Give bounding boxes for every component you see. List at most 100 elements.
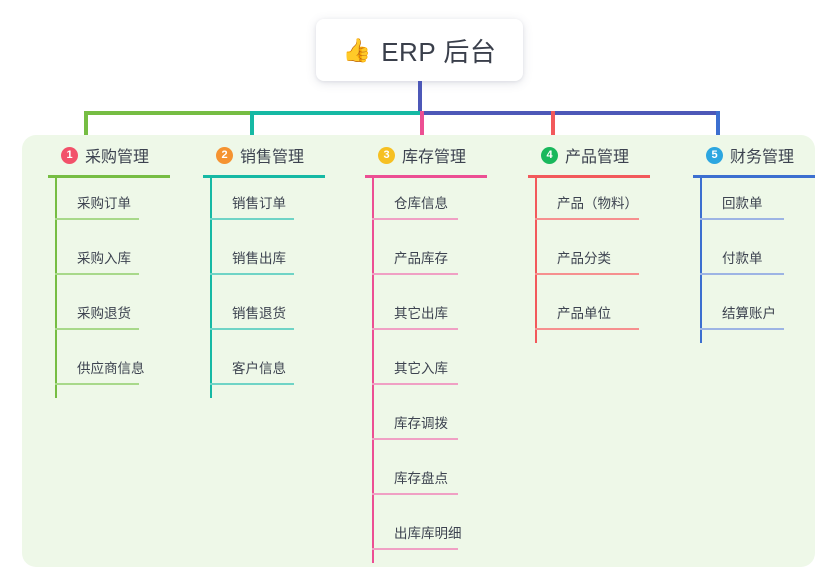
branch-spine-4: [535, 178, 537, 343]
root-node[interactable]: 👍 ERP 后台: [316, 19, 523, 81]
connector-bar-green: [84, 111, 252, 115]
branch-spine-2: [210, 178, 212, 398]
leaf-item[interactable]: 供应商信息: [45, 343, 205, 398]
leaf-label: 产品分类: [557, 251, 611, 266]
connector-drop-5: [716, 111, 720, 143]
leaf-rule: [55, 328, 139, 330]
thumbs-up-icon: 👍: [342, 36, 372, 63]
leaf-rule: [535, 273, 639, 275]
leaf-item[interactable]: 采购退货: [45, 288, 205, 343]
leaf-label: 库存盘点: [394, 471, 448, 486]
leaf-rule: [372, 493, 458, 495]
leaf-rule: [55, 383, 139, 385]
leaf-label: 付款单: [722, 251, 763, 266]
leaf-rule: [55, 273, 139, 275]
connector-drop-3: [420, 111, 424, 143]
branches-panel: 1 采购管理 采购订单采购入库采购退货供应商信息 2 销售管理 销售订单销售出库…: [22, 135, 815, 567]
leaf-item[interactable]: 库存盘点: [362, 453, 532, 508]
leaf-item[interactable]: 销售退货: [200, 288, 360, 343]
leaf-item[interactable]: 采购入库: [45, 233, 205, 288]
connector-drop-4: [551, 111, 555, 143]
branch-rule-5: [693, 175, 815, 178]
branch-leaves-5: 回款单付款单结算账户: [690, 178, 839, 343]
leaf-item[interactable]: 其它入库: [362, 343, 532, 398]
branch-column-1: 1 采购管理 采购订单采购入库采购退货供应商信息: [45, 135, 205, 398]
branch-rule-2: [203, 175, 325, 178]
root-title: ERP 后台: [381, 36, 497, 67]
branch-column-5: 5 财务管理 回款单付款单结算账户: [690, 135, 839, 343]
branch-header-4[interactable]: 4 产品管理: [525, 135, 695, 175]
leaf-item[interactable]: 产品分类: [525, 233, 695, 288]
connector-drop-1: [84, 111, 88, 143]
branch-header-2[interactable]: 2 销售管理: [200, 135, 360, 175]
connector-drop-2: [250, 111, 254, 143]
leaf-item[interactable]: 采购订单: [45, 178, 205, 233]
leaf-item[interactable]: 产品库存: [362, 233, 532, 288]
leaf-label: 产品库存: [394, 251, 448, 266]
leaf-label: 产品（物料）: [557, 196, 638, 211]
leaf-label: 结算账户: [722, 306, 776, 321]
leaf-item[interactable]: 产品单位: [525, 288, 695, 343]
branch-leaves-1: 采购订单采购入库采购退货供应商信息: [45, 178, 205, 398]
leaf-rule: [210, 218, 294, 220]
branch-rule-3: [365, 175, 487, 178]
leaf-rule: [700, 218, 784, 220]
branch-spine-3: [372, 178, 374, 563]
branch-label-5: 财务管理: [730, 149, 795, 166]
leaf-label: 回款单: [722, 196, 763, 211]
leaf-label: 其它出库: [394, 306, 448, 321]
leaf-label: 销售退货: [232, 306, 286, 321]
leaf-rule: [700, 328, 784, 330]
leaf-label: 销售出库: [232, 251, 286, 266]
branch-column-3: 3 库存管理 仓库信息产品库存其它出库其它入库库存调拨库存盘点出库库明细: [362, 135, 532, 563]
leaf-item[interactable]: 回款单: [690, 178, 839, 233]
leaf-rule: [535, 328, 639, 330]
leaf-label: 仓库信息: [394, 196, 448, 211]
branch-header-5[interactable]: 5 财务管理: [690, 135, 839, 175]
branch-column-2: 2 销售管理 销售订单销售出库销售退货客户信息: [200, 135, 360, 398]
leaf-label: 供应商信息: [77, 361, 145, 376]
branch-badge-2: 2: [216, 146, 233, 164]
branch-label-4: 产品管理: [565, 149, 630, 166]
leaf-item[interactable]: 仓库信息: [362, 178, 532, 233]
leaf-item[interactable]: 销售出库: [200, 233, 360, 288]
leaf-item[interactable]: 结算账户: [690, 288, 839, 343]
connector-bar-teal: [250, 111, 422, 115]
branch-badge-3: 3: [378, 146, 395, 164]
branch-label-1: 采购管理: [85, 149, 150, 166]
connector-bar-blue: [420, 111, 720, 115]
leaf-item[interactable]: 出库库明细: [362, 508, 532, 563]
leaf-item[interactable]: 产品（物料）: [525, 178, 695, 233]
leaf-rule: [372, 548, 458, 550]
leaf-label: 销售订单: [232, 196, 286, 211]
branch-spine-5: [700, 178, 702, 343]
leaf-rule: [210, 328, 294, 330]
leaf-label: 其它入库: [394, 361, 448, 376]
branch-label-3: 库存管理: [402, 149, 467, 166]
branch-badge-5: 5: [706, 146, 723, 164]
branch-label-2: 销售管理: [240, 149, 305, 166]
leaf-rule: [372, 273, 458, 275]
branch-leaves-2: 销售订单销售出库销售退货客户信息: [200, 178, 360, 398]
leaf-label: 出库库明细: [394, 526, 462, 541]
branch-header-1[interactable]: 1 采购管理: [45, 135, 205, 175]
leaf-item[interactable]: 其它出库: [362, 288, 532, 343]
branch-leaves-3: 仓库信息产品库存其它出库其它入库库存调拨库存盘点出库库明细: [362, 178, 532, 563]
branch-rule-1: [48, 175, 170, 178]
leaf-item[interactable]: 付款单: [690, 233, 839, 288]
branch-column-4: 4 产品管理 产品（物料） 产品分类产品单位: [525, 135, 695, 343]
leaf-rule: [210, 273, 294, 275]
branch-rule-4: [528, 175, 650, 178]
leaf-item[interactable]: 销售订单: [200, 178, 360, 233]
leaf-label: 产品单位: [557, 306, 611, 321]
leaf-label: 客户信息: [232, 361, 286, 376]
branch-leaves-4: 产品（物料） 产品分类产品单位: [525, 178, 695, 343]
leaf-rule: [372, 328, 458, 330]
leaf-item[interactable]: 库存调拨: [362, 398, 532, 453]
branch-spine-1: [55, 178, 57, 398]
leaf-label: 采购入库: [77, 251, 131, 266]
branch-header-3[interactable]: 3 库存管理: [362, 135, 532, 175]
leaf-item[interactable]: 客户信息: [200, 343, 360, 398]
leaf-label: 采购订单: [77, 196, 131, 211]
